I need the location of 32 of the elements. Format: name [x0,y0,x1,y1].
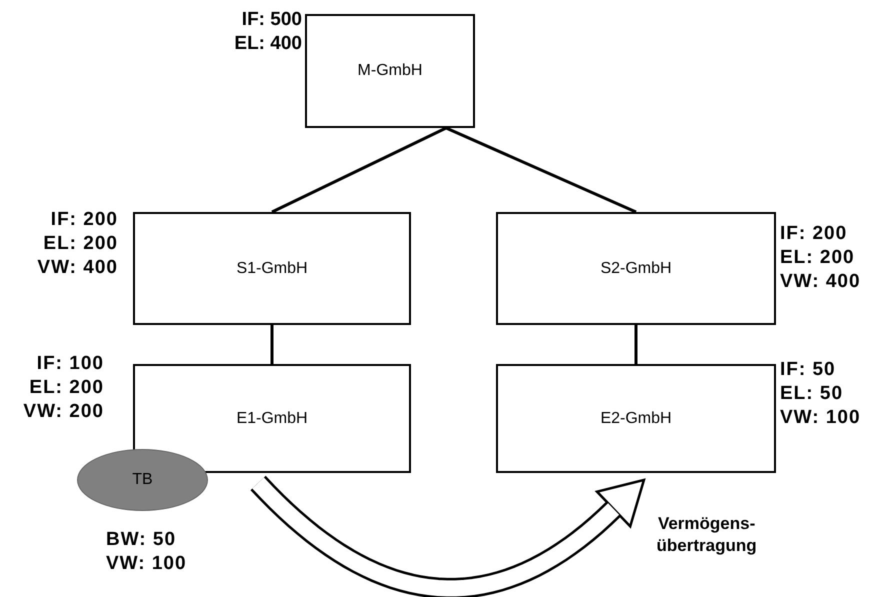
company-name: S2-GmbH [600,260,672,278]
value-label: EL: 200 [28,376,104,400]
connector-line [446,126,637,214]
value-label: IF: 100 [36,352,104,376]
company-name: S1-GmbH [236,260,308,278]
value-label: IF: 200 [50,208,118,232]
value-label: EL: 200 [42,232,118,256]
value-label: VW: 200 [22,400,104,424]
company-box [133,364,411,473]
value-label: VW: 100 [780,406,861,430]
value-label: IF: 50 [780,358,837,382]
connector-line [270,325,274,364]
value-label: IF: 200 [780,222,848,246]
company-name: E1-GmbH [236,410,308,428]
value-label: VW: 400 [36,256,118,280]
block-arrow [250,476,646,597]
value-label: BW: 50 [106,528,178,552]
value-label: EL: 400 [233,32,302,56]
company-name: TB [132,471,153,489]
value-label: VW: 100 [106,552,187,576]
company-name: E2-GmbH [600,410,672,428]
company-box [496,364,776,473]
company-name: M-GmbH [358,62,422,80]
company-box [305,14,475,128]
value-label: VW: 400 [780,270,861,294]
company-box [133,212,411,325]
connector-line [271,126,447,214]
connector-line [634,325,638,364]
company-box [496,212,776,325]
value-label: EL: 50 [780,382,844,406]
value-label: IF: 500 [240,8,302,32]
value-label: EL: 200 [780,246,856,270]
